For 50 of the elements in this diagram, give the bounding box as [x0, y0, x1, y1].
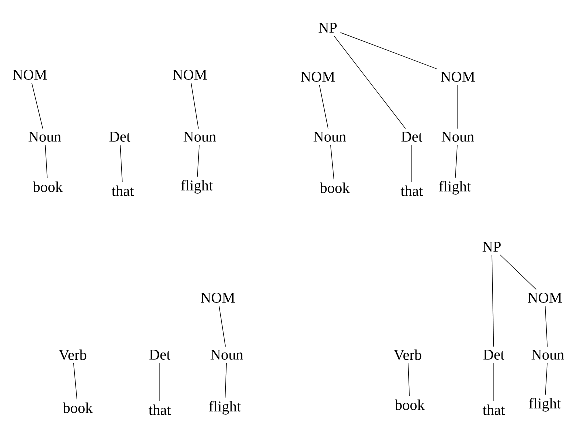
- tree-branch: [225, 362, 227, 398]
- tree-node-label: Verb: [394, 350, 422, 360]
- tree-node-label: Verb: [59, 350, 87, 360]
- tree-node-label: Det: [402, 132, 423, 142]
- tree-branch: [197, 144, 200, 178]
- tree-node-label: NP: [318, 23, 337, 33]
- tree-node-label: NOM: [441, 72, 475, 82]
- tree-branch: [455, 144, 458, 178]
- tree-node-label: Noun: [532, 350, 564, 360]
- tree-node-label: NP: [482, 242, 501, 252]
- tree-node-label: Noun: [210, 350, 244, 360]
- tree-branch: [330, 144, 334, 180]
- tree-branch: [219, 306, 226, 348]
- tree-node-label: that: [482, 404, 506, 416]
- tree-node-label: Det: [484, 350, 505, 360]
- tree-node-label: Noun: [442, 132, 474, 142]
- tree-node-label: that: [400, 186, 424, 196]
- tree-branch: [545, 306, 548, 348]
- tree-branch: [74, 363, 78, 400]
- tree-node-label: NOM: [173, 70, 207, 80]
- tree-node-label: Noun: [314, 132, 346, 142]
- tree-node-label: NOM: [201, 292, 235, 303]
- tree-node-label: NOM: [13, 70, 47, 80]
- tree-node-label: book: [63, 402, 93, 414]
- tree-branch: [545, 362, 548, 396]
- tree-node-label: Det: [110, 132, 131, 142]
- tree-branch: [408, 363, 410, 397]
- tree-node-label: that: [112, 186, 134, 196]
- tree-node-label: NOM: [301, 72, 335, 82]
- tree-branch: [340, 32, 438, 70]
- tree-node-label: flight: [181, 180, 214, 194]
- tree-branch: [500, 254, 537, 290]
- tree-branch: [32, 82, 44, 130]
- tree-node-label: book: [320, 182, 350, 194]
- tree-node-label: Det: [150, 350, 171, 360]
- tree-branch: [191, 82, 199, 130]
- tree-node-label: Noun: [184, 132, 216, 142]
- tree-node-label: that: [148, 404, 172, 416]
- tree-node-label: book: [395, 400, 425, 410]
- tree-branch: [319, 84, 329, 130]
- tree-node-label: NOM: [528, 292, 562, 303]
- tree-branch: [120, 144, 123, 183]
- tree-node-label: flight: [529, 398, 562, 412]
- tree-node-label: flight: [439, 181, 472, 195]
- tree-node-label: flight: [209, 401, 242, 415]
- tree-branch: [45, 144, 48, 179]
- tree-branch: [492, 254, 494, 348]
- tree-branch: [334, 36, 406, 130]
- tree-node-label: Noun: [28, 132, 62, 142]
- tree-node-label: book: [33, 182, 63, 192]
